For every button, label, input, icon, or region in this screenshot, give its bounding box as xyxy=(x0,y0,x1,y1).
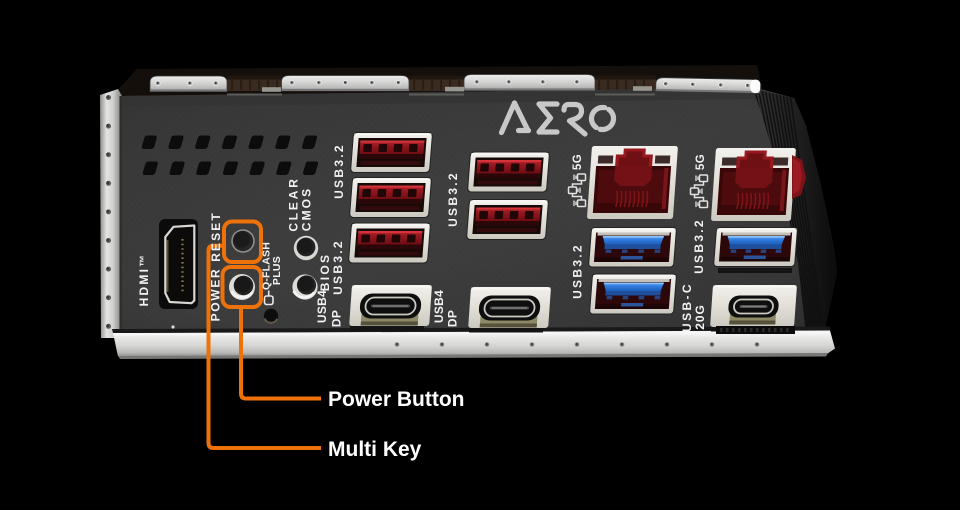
svg-text:DP: DP xyxy=(446,310,460,327)
svg-text:BIOS: BIOS xyxy=(318,253,332,292)
svg-text:USB3.2: USB3.2 xyxy=(692,218,706,274)
svg-text:USB-C: USB-C xyxy=(680,282,694,332)
svg-text:CLEAR: CLEAR xyxy=(287,176,301,231)
svg-text:20G: 20G xyxy=(693,304,707,329)
svg-text:CMOS: CMOS xyxy=(300,187,314,231)
svg-text:USB3.2: USB3.2 xyxy=(331,239,345,295)
svg-text:5G: 5G xyxy=(572,154,584,170)
svg-text:Power Button: Power Button xyxy=(328,388,465,411)
svg-text:PLUS: PLUS xyxy=(271,256,283,285)
svg-text:RESET: RESET xyxy=(209,211,223,262)
svg-text:USB3.2: USB3.2 xyxy=(332,143,346,199)
svg-text:USB3.2: USB3.2 xyxy=(571,243,585,299)
svg-text:DP: DP xyxy=(330,310,344,327)
svg-text:5G: 5G xyxy=(695,154,707,170)
svg-text:HDMI™: HDMI™ xyxy=(137,253,151,307)
svg-text:USB4: USB4 xyxy=(315,290,329,323)
svg-text:Q-FLASH: Q-FLASH xyxy=(261,242,273,290)
svg-text:POWER: POWER xyxy=(209,268,223,322)
svg-text:USB3.2: USB3.2 xyxy=(446,171,460,227)
svg-text:Multi Key: Multi Key xyxy=(328,438,422,461)
svg-text:USB4: USB4 xyxy=(432,290,446,323)
